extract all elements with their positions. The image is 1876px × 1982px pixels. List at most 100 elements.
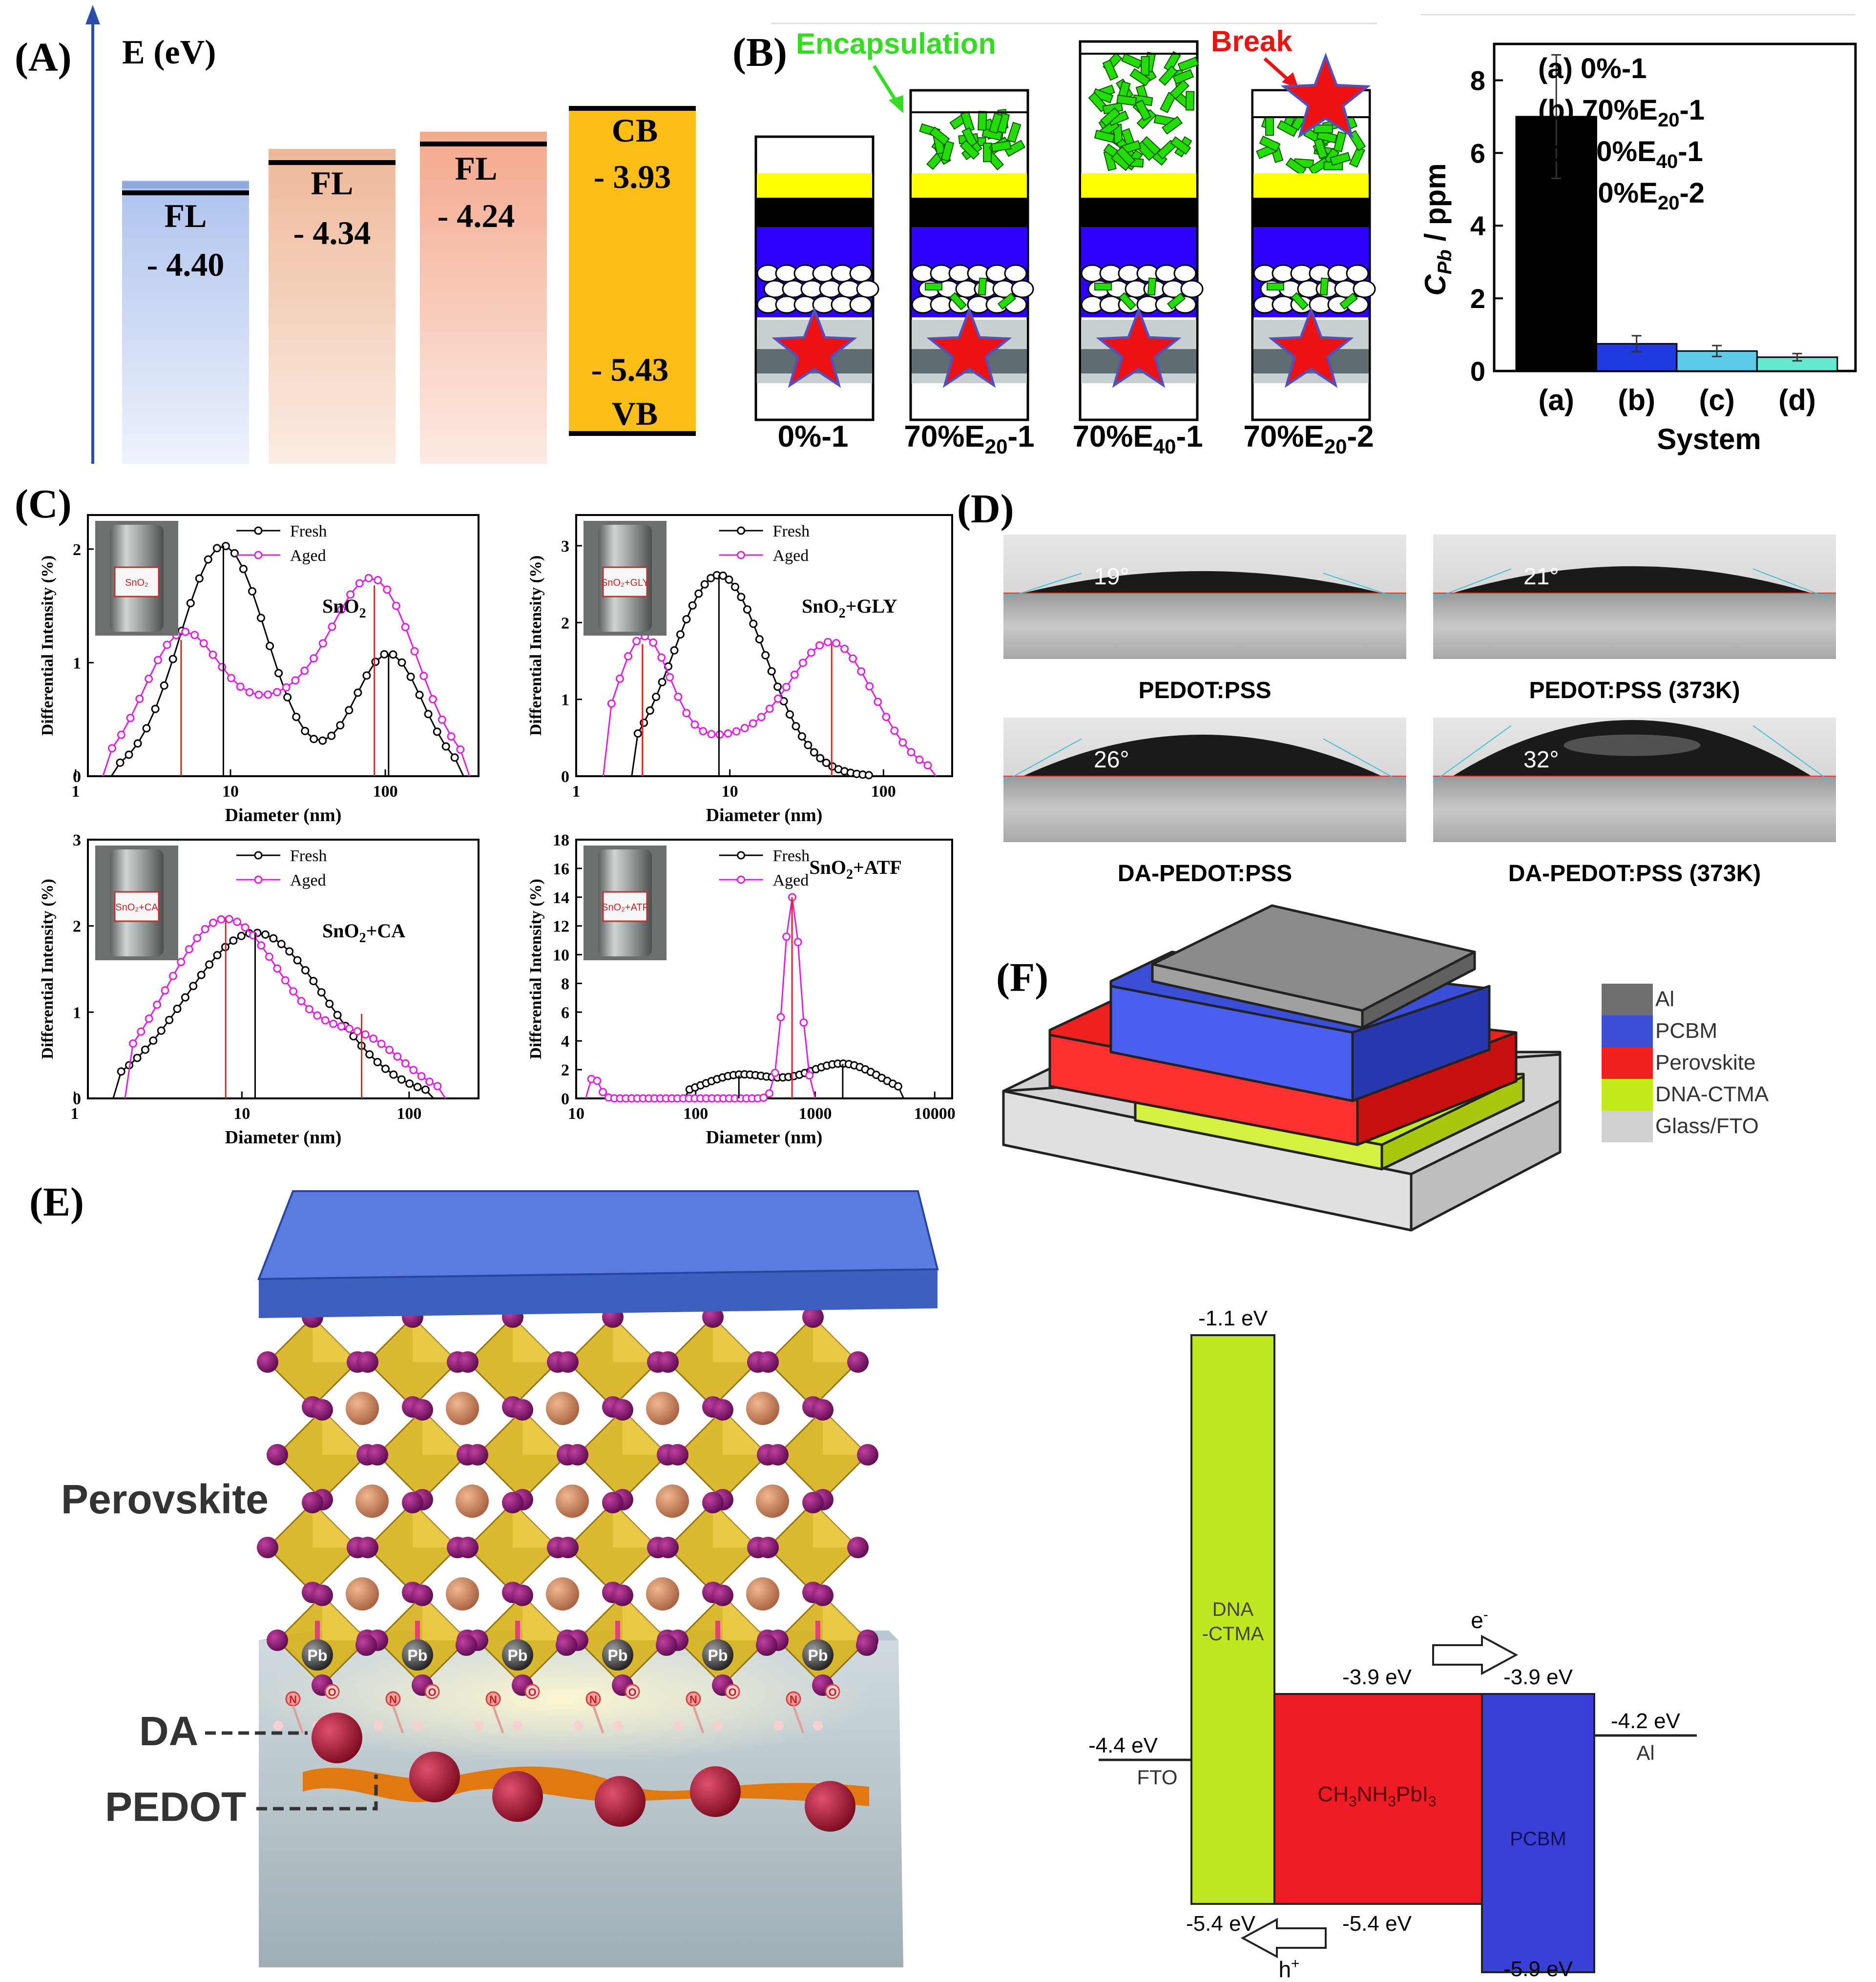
x-tick-label: 10 bbox=[568, 1105, 584, 1123]
data-point-aged bbox=[915, 755, 924, 764]
tangent-line bbox=[1323, 738, 1402, 783]
cation-atom bbox=[656, 1485, 689, 1518]
contact-angle-photo-3: 26°DA-PEDOT:PSS bbox=[1003, 718, 1406, 887]
data-point-fresh bbox=[810, 748, 818, 757]
linker-bond bbox=[492, 1705, 504, 1734]
red-star-icon bbox=[771, 306, 857, 388]
data-point-fresh bbox=[283, 693, 292, 702]
iodide-atom bbox=[702, 1306, 724, 1328]
iodide-atom bbox=[412, 1585, 433, 1606]
data-point-fresh bbox=[731, 582, 739, 591]
octahedron-face bbox=[823, 1595, 868, 1640]
hydrogen-atom bbox=[513, 1721, 522, 1731]
data-point-aged bbox=[849, 654, 857, 663]
iodide-atom bbox=[657, 1537, 679, 1558]
data-point-aged bbox=[393, 1052, 402, 1061]
data-point-aged bbox=[168, 971, 177, 980]
bar-a3-label: FL bbox=[455, 150, 498, 187]
data-point-aged bbox=[385, 1046, 394, 1054]
data-point-aged bbox=[832, 639, 841, 647]
encapsulant-particle bbox=[1276, 120, 1298, 137]
legend-label: DNA-CTMA bbox=[1655, 1082, 1769, 1106]
octahedron-face bbox=[313, 1317, 357, 1362]
vial-label bbox=[114, 891, 160, 922]
data-point-fresh bbox=[186, 599, 195, 607]
data-point-aged bbox=[337, 605, 346, 614]
oxide-particle bbox=[1346, 264, 1369, 283]
linker-bond bbox=[392, 1705, 404, 1734]
oxygen-atom bbox=[324, 1684, 340, 1699]
perovskite-cb-value: -3.9 eV bbox=[1342, 1665, 1412, 1689]
x-tick-label: 10 bbox=[222, 783, 239, 801]
data-point-aged bbox=[771, 1069, 779, 1077]
cation-atom bbox=[646, 1577, 679, 1610]
octahedron-face bbox=[422, 1595, 467, 1640]
infiltrated-particle bbox=[1147, 277, 1157, 296]
data-point-fresh bbox=[257, 614, 265, 622]
electron-arrow-icon bbox=[1432, 1634, 1519, 1675]
data-point-fresh bbox=[773, 682, 782, 691]
data-point-fresh bbox=[380, 650, 389, 659]
oxide-particle bbox=[849, 264, 873, 283]
octahedron-face bbox=[713, 1317, 758, 1362]
data-point-aged bbox=[409, 1066, 418, 1074]
legend-label-fresh: Fresh bbox=[290, 522, 327, 540]
pedot-unit bbox=[595, 1776, 646, 1827]
data-point-aged bbox=[798, 659, 807, 667]
energy-axis-arrow-icon bbox=[85, 5, 100, 24]
x-tick-label: 100 bbox=[871, 783, 896, 801]
data-point-aged bbox=[265, 952, 273, 961]
bar-chart-y-label: CPb / ppm bbox=[1419, 163, 1456, 295]
lead-atom-label: Pb bbox=[308, 1647, 328, 1664]
y-axis-label: Differential Intensity (%) bbox=[527, 879, 545, 1059]
data-point-aged bbox=[417, 1072, 426, 1081]
data-point-fresh bbox=[345, 706, 354, 715]
sample-annotation: SnO2+CA bbox=[322, 920, 405, 946]
iodide-atom bbox=[312, 1585, 333, 1606]
data-point-aged bbox=[740, 723, 749, 732]
data-point-aged bbox=[193, 934, 202, 943]
data-point-fresh bbox=[406, 672, 415, 681]
hydrogen-atom bbox=[374, 1721, 383, 1731]
data-point-aged bbox=[865, 682, 874, 691]
device-stack-4 bbox=[1251, 52, 1376, 421]
data-point-fresh bbox=[755, 635, 764, 643]
encapsulant-particle bbox=[1129, 68, 1151, 86]
x-axis-label: Diameter (nm) bbox=[706, 805, 823, 826]
data-point-fresh bbox=[658, 678, 667, 686]
blue-layer bbox=[1081, 227, 1196, 268]
black-layer bbox=[912, 198, 1027, 227]
data-point-aged bbox=[282, 683, 291, 692]
data-point-aged bbox=[346, 590, 355, 599]
octahedron-face bbox=[723, 1595, 768, 1640]
data-point-fresh bbox=[864, 771, 873, 780]
legend-label: Glass/FTO bbox=[1655, 1114, 1759, 1138]
oxygen-atom bbox=[825, 1684, 840, 1699]
oxide-particle bbox=[1180, 280, 1204, 298]
bar-a1-label: FL bbox=[165, 197, 207, 234]
data-point-fresh bbox=[424, 710, 433, 719]
data-point-aged bbox=[715, 730, 724, 739]
iodide-atom bbox=[802, 1492, 824, 1513]
data-point-fresh bbox=[441, 742, 450, 751]
blue-layer bbox=[1253, 227, 1369, 268]
oxide-particle bbox=[1004, 264, 1027, 283]
data-point-fresh bbox=[362, 671, 371, 680]
legend-entry-a: (a) 0%-1 bbox=[1538, 53, 1647, 84]
hydrogen-atom bbox=[774, 1721, 784, 1731]
data-point-aged bbox=[857, 667, 866, 676]
data-point-aged bbox=[898, 738, 907, 747]
octahedron-face bbox=[322, 1595, 367, 1640]
legend-label: Perovskite bbox=[1655, 1051, 1755, 1074]
encapsulant-particle bbox=[1172, 69, 1194, 84]
encapsulant-particle bbox=[1102, 59, 1119, 81]
data-point-fresh bbox=[373, 1058, 382, 1067]
octahedron-face bbox=[613, 1503, 658, 1548]
bar-chart-x-label: System bbox=[1657, 423, 1761, 455]
data-point-aged bbox=[281, 976, 290, 985]
encapsulant-particle bbox=[1140, 56, 1150, 76]
vial-label-text: SnO₂+ATF bbox=[602, 902, 648, 913]
iodide-atom bbox=[355, 1634, 377, 1656]
y-tick-label: 10 bbox=[553, 947, 569, 965]
